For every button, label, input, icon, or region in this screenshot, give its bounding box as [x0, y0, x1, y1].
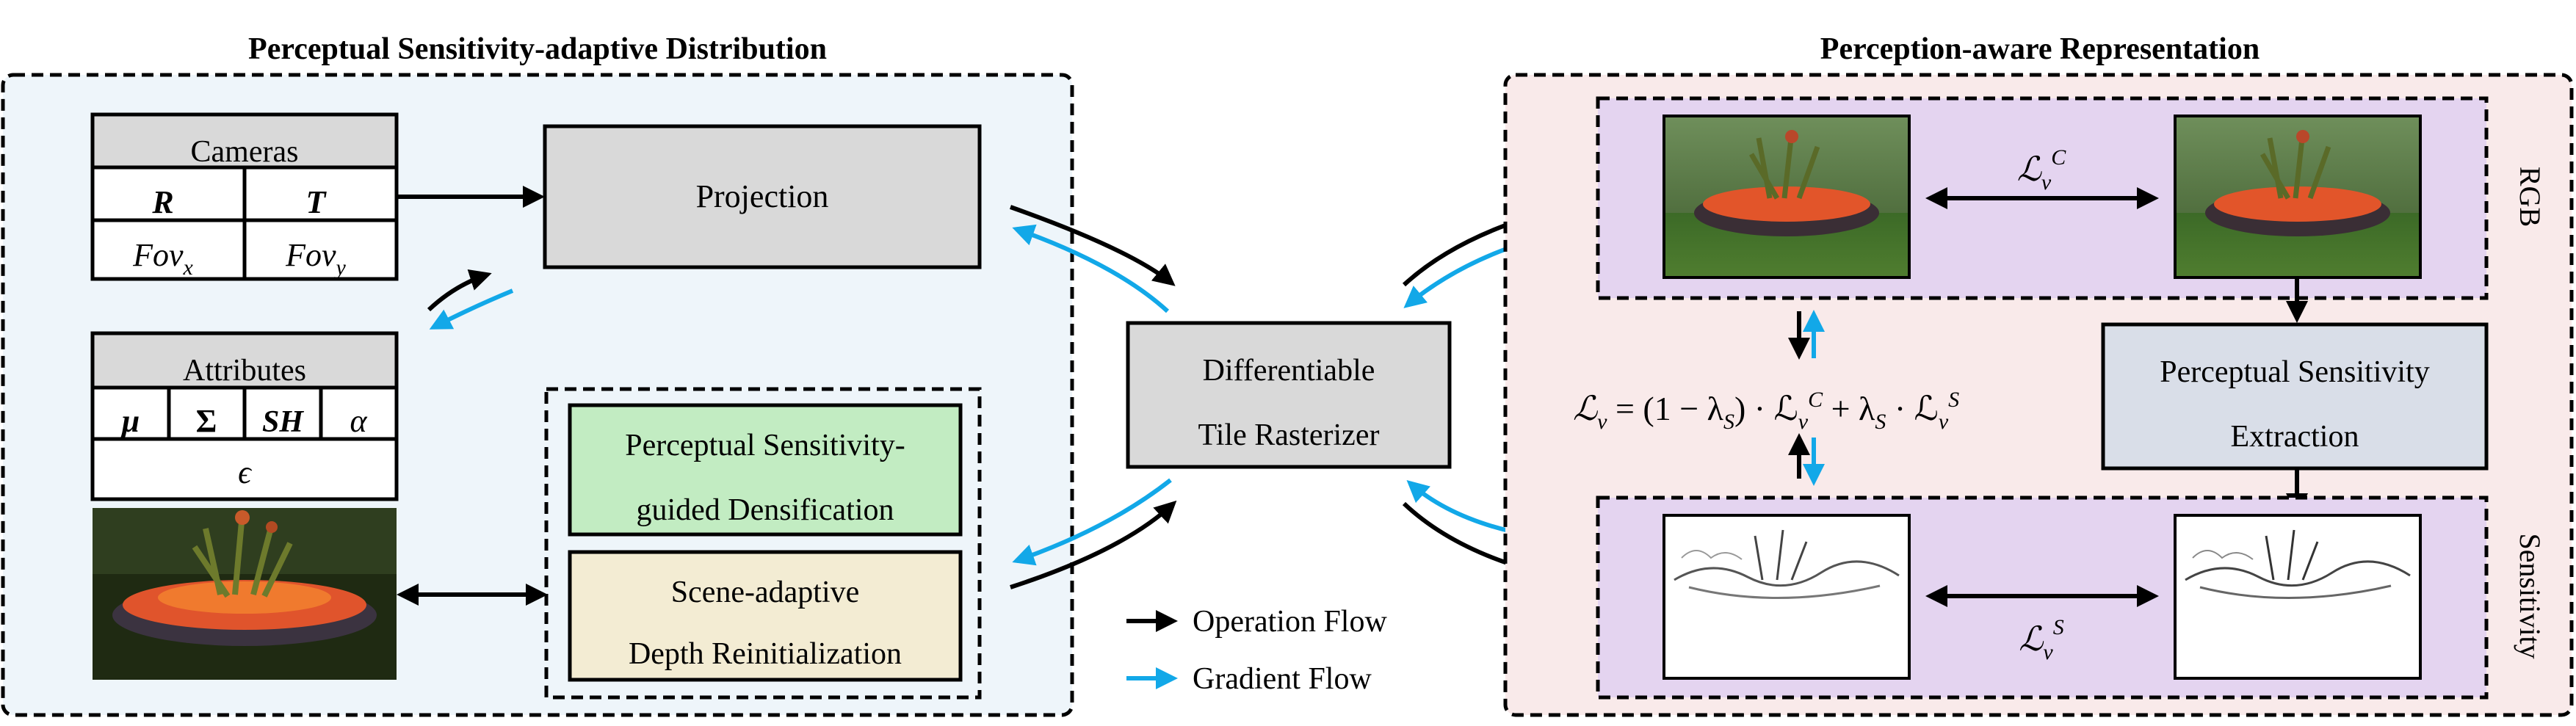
- loss-equation: ℒv = (1 − λS) · ℒvC + λS · ℒvS: [1573, 388, 1959, 434]
- cameras-table: Cameras R T Fovx Fovy: [90, 112, 399, 281]
- rasterizer-to-projection-gradient: [1012, 224, 1170, 313]
- rasterizer-to-optimization-gradient: [1012, 478, 1172, 566]
- attr-alpha: α: [350, 403, 367, 439]
- rasterizer-label: Differentiable: [1203, 354, 1375, 388]
- camera-fov-y: Fovy: [285, 237, 346, 280]
- optimization-group: [544, 387, 982, 700]
- attr-mu: μ: [120, 403, 140, 439]
- rasterizer-box: [1126, 321, 1452, 469]
- cameras-to-attributes-gradient: [429, 288, 514, 330]
- legend-operation-label: Operation Flow: [1193, 605, 1387, 639]
- sensitivity-render-image: [1663, 514, 1911, 680]
- rgb-row-label: RGB: [2514, 167, 2547, 227]
- camera-translation: T: [306, 184, 328, 220]
- rgb-loss-symbol: ℒvC: [2017, 145, 2066, 195]
- attr-sigma: Σ: [196, 403, 217, 439]
- extraction-label-2: Extraction: [2231, 420, 2359, 454]
- attributes-to-cameras-arrow: [427, 269, 492, 312]
- optimization-to-rasterizer-arrow: [1010, 500, 1177, 589]
- rgb-render-image: [1663, 115, 1911, 279]
- projection-to-rasterizer-arrow: [1009, 205, 1176, 286]
- sensitivity-row-label: Sensitivity: [2514, 533, 2547, 658]
- attributes-header: Attributes: [183, 354, 306, 388]
- attr-epsilon: ϵ: [238, 454, 253, 490]
- densification-box: [568, 403, 963, 537]
- projection-box: [543, 124, 982, 269]
- point-cloud-image: [93, 508, 397, 680]
- densification-label-2: guided Densification: [636, 493, 894, 527]
- center-section: Differentiable Tile Rasterizer Operation…: [1009, 199, 1574, 696]
- reinit-label: Scene-adaptive: [671, 576, 860, 609]
- cameras-header: Cameras: [191, 135, 299, 169]
- rgb-ground-truth-image: [2174, 115, 2422, 279]
- left-panel-title: Perceptual Sensitivity-adaptive Distribu…: [248, 32, 827, 66]
- legend-gradient-label: Gradient Flow: [1193, 662, 1372, 696]
- rasterizer-label-2: Tile Rasterizer: [1198, 418, 1380, 452]
- extraction-box: [2101, 322, 2489, 471]
- attr-sh: SH: [262, 405, 304, 439]
- projection-label: Projection: [696, 178, 829, 214]
- attributes-table: Attributes μ Σ SH α ϵ: [90, 331, 399, 501]
- sensitivity-ground-truth-image: [2174, 514, 2422, 680]
- camera-fov-x: Fovx: [132, 237, 193, 280]
- densification-label: Perceptual Sensitivity-: [625, 429, 905, 462]
- right-panel: Perception-aware Representation ℒvC RGB …: [1503, 32, 2574, 717]
- legend: Operation Flow Gradient Flow: [1126, 605, 1387, 696]
- camera-rotation: R: [151, 184, 173, 220]
- extraction-label: Perceptual Sensitivity: [2160, 355, 2429, 389]
- left-panel: Perceptual Sensitivity-adaptive Distribu…: [1, 32, 1074, 717]
- reinit-label-2: Depth Reinitialization: [629, 637, 902, 671]
- right-panel-title: Perception-aware Representation: [1820, 32, 2260, 66]
- reinit-box: [568, 550, 963, 682]
- sensitivity-loss-symbol: ℒvS: [2019, 615, 2063, 664]
